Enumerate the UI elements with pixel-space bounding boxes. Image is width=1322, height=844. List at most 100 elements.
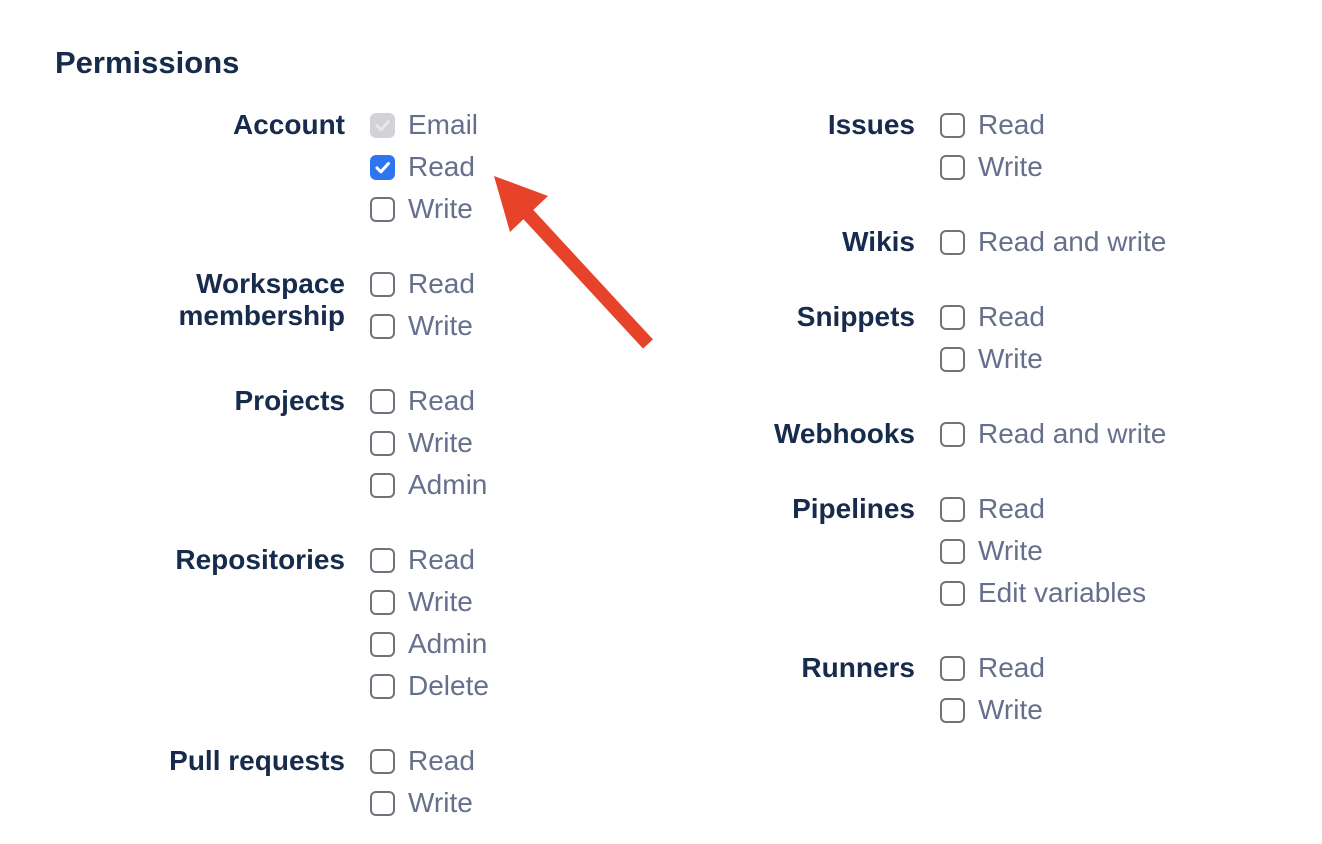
option-pull-requests-write[interactable]: Write <box>370 782 475 824</box>
option-projects-read[interactable]: Read <box>370 380 487 422</box>
option-label-pull-requests-write: Write <box>408 787 473 818</box>
group-label-snippets: Snippets <box>796 301 915 332</box>
option-label-projects-admin: Admin <box>408 469 488 500</box>
option-workspace-membership-read[interactable]: Read <box>370 263 475 305</box>
checkbox-repositories-delete[interactable] <box>370 673 395 699</box>
checkbox-snippets-write[interactable] <box>940 346 965 372</box>
option-label-repositories-delete: Delete <box>408 670 489 701</box>
option-repositories-read[interactable]: Read <box>370 539 489 581</box>
option-label-wikis-read-and-write: Read and write <box>978 226 1167 257</box>
checkbox-projects-admin[interactable] <box>370 472 395 498</box>
option-account-write[interactable]: Write <box>370 188 478 230</box>
checkbox-workspace-membership-write[interactable] <box>370 313 395 339</box>
option-account-read[interactable]: Read <box>370 146 478 188</box>
checkbox-account-write[interactable] <box>370 196 395 222</box>
option-workspace-membership-write[interactable]: Write <box>370 305 475 347</box>
checkbox-projects-read[interactable] <box>370 388 395 414</box>
group-label-webhooks: Webhooks <box>773 418 915 449</box>
group-label-line: Workspace <box>196 268 345 299</box>
group-label-pipelines: Pipelines <box>792 493 915 524</box>
option-label-projects-write: Write <box>408 427 473 458</box>
option-account-email[interactable]: Email <box>370 104 478 146</box>
permission-group-webhooks: Webhooks Read and write <box>570 413 1166 455</box>
checkbox-projects-write[interactable] <box>370 430 395 456</box>
option-list-wikis: Read and write <box>940 221 1166 263</box>
checkbox-repositories-write[interactable] <box>370 589 395 615</box>
option-repositories-write[interactable]: Write <box>370 581 489 623</box>
annotation-arrow-head <box>494 176 548 232</box>
option-label-pull-requests-read: Read <box>408 745 475 776</box>
checkbox-issues-write[interactable] <box>940 154 965 180</box>
group-label-line: membership <box>178 300 346 331</box>
option-label-account-write: Write <box>408 193 473 224</box>
group-label-pull-requests: Pull requests <box>169 745 345 776</box>
checkbox-pipelines-write[interactable] <box>940 538 965 564</box>
checkbox-repositories-read[interactable] <box>370 547 395 573</box>
group-label-issues: Issues <box>827 109 915 140</box>
option-repositories-admin[interactable]: Admin <box>370 623 489 665</box>
checkbox-account-email <box>370 112 395 138</box>
option-snippets-write[interactable]: Write <box>940 338 1045 380</box>
checkbox-wikis-read-and-write[interactable] <box>940 229 965 255</box>
option-label-runners-write: Write <box>978 694 1043 725</box>
option-label-snippets-write: Write <box>978 343 1043 374</box>
checkbox-pipelines-edit-variables[interactable] <box>940 580 965 606</box>
option-issues-write[interactable]: Write <box>940 146 1045 188</box>
checkbox-account-read[interactable] <box>370 154 395 180</box>
option-label-pipelines-edit-variables: Edit variables <box>978 577 1147 608</box>
option-label-workspace-membership-write: Write <box>408 310 473 341</box>
option-pipelines-read[interactable]: Read <box>940 488 1146 530</box>
group-label-repositories: Repositories <box>175 544 345 575</box>
option-runners-write[interactable]: Write <box>940 689 1045 731</box>
option-runners-read[interactable]: Read <box>940 647 1045 689</box>
group-label-wikis: Wikis <box>842 226 915 257</box>
option-label-snippets-read: Read <box>978 301 1045 332</box>
checkbox-runners-read[interactable] <box>940 655 965 681</box>
option-label-repositories-admin: Admin <box>408 628 488 659</box>
option-projects-write[interactable]: Write <box>370 422 487 464</box>
checkbox-repositories-admin[interactable] <box>370 631 395 657</box>
page-title: Permissions <box>55 45 240 80</box>
group-label-runners: Runners <box>801 652 915 683</box>
option-webhooks-read-and-write[interactable]: Read and write <box>940 413 1166 455</box>
option-label-issues-read: Read <box>978 109 1045 140</box>
checkbox-snippets-read[interactable] <box>940 304 965 330</box>
checkbox-pull-requests-read[interactable] <box>370 748 395 774</box>
checkbox-pipelines-read[interactable] <box>940 496 965 522</box>
option-projects-admin[interactable]: Admin <box>370 464 487 506</box>
checkbox-webhooks-read-and-write[interactable] <box>940 421 965 447</box>
checkbox-pull-requests-write[interactable] <box>370 790 395 816</box>
option-snippets-read[interactable]: Read <box>940 296 1045 338</box>
option-pipelines-write[interactable]: Write <box>940 530 1146 572</box>
option-list-webhooks: Read and write <box>940 413 1166 455</box>
option-label-projects-read: Read <box>408 385 475 416</box>
option-label-webhooks-read-and-write: Read and write <box>978 418 1167 449</box>
option-pull-requests-read[interactable]: Read <box>370 740 475 782</box>
checkbox-issues-read[interactable] <box>940 112 965 138</box>
checkbox-workspace-membership-read[interactable] <box>370 271 395 297</box>
option-label-repositories-write: Write <box>408 586 473 617</box>
group-label-account: Account <box>233 109 345 140</box>
option-pipelines-edit-variables[interactable]: Edit variables <box>940 572 1146 614</box>
option-wikis-read-and-write[interactable]: Read and write <box>940 221 1166 263</box>
option-issues-read[interactable]: Read <box>940 104 1045 146</box>
option-repositories-delete[interactable]: Delete <box>370 665 489 707</box>
group-label-projects: Projects <box>234 385 346 416</box>
checkbox-runners-write[interactable] <box>940 697 965 723</box>
